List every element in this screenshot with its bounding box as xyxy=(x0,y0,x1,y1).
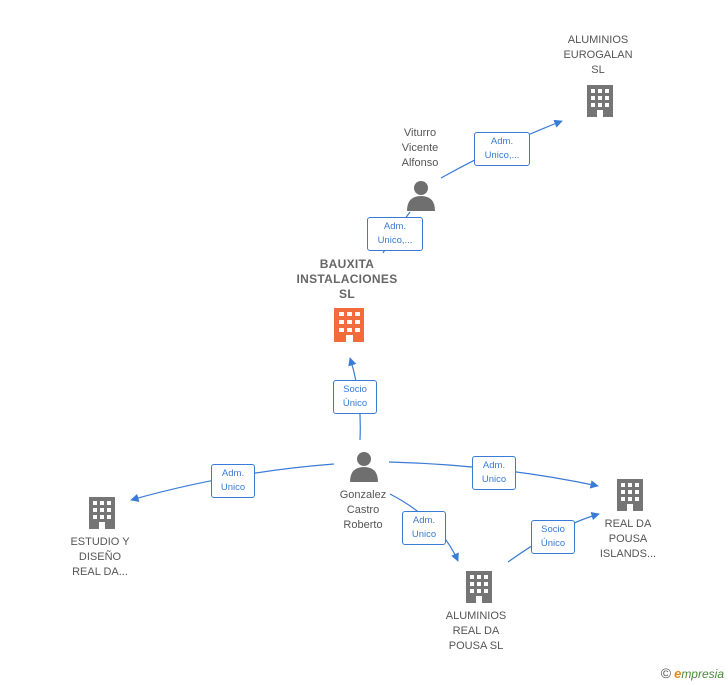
edge-label-gonzalez-bauxita[interactable]: Socio Único xyxy=(333,380,377,414)
node-label-real-da-pousa-islands[interactable]: REAL DA POUSA ISLANDS... xyxy=(599,518,657,560)
node-label-viturro[interactable]: Viturro Vicente Alfonso xyxy=(401,127,439,169)
building-icon[interactable] xyxy=(617,479,643,511)
edge-label-bauxita-viturro[interactable]: Adm. Unico,... xyxy=(367,217,423,251)
node-label-aluminios-eurogalan[interactable]: ALUMINIOS EUROGALAN SL xyxy=(563,34,633,76)
copyright-icon: © xyxy=(660,665,672,681)
brand-footer[interactable]: ©empresia xyxy=(661,665,724,681)
building-icon[interactable] xyxy=(466,571,492,603)
building-icon-main[interactable] xyxy=(334,308,364,342)
brand-initial: e xyxy=(674,666,682,681)
edge-label-gonzalez-islands[interactable]: Adm. Unico xyxy=(472,456,516,490)
node-label-aluminios-real[interactable]: ALUMINIOS REAL DA POUSA SL xyxy=(445,610,507,652)
node-label-gonzalez[interactable]: Gonzalez Castro Roberto xyxy=(339,489,387,531)
node-label-bauxita[interactable]: BAUXITA INSTALACIONES SL xyxy=(296,257,398,301)
edge-label-gonzalez-aluminios[interactable]: Adm. Unico xyxy=(402,511,446,545)
building-icon[interactable] xyxy=(587,85,613,117)
brand-name: mpresia xyxy=(681,667,724,681)
node-label-estudio[interactable]: ESTUDIO Y DISEÑO REAL DA... xyxy=(70,536,130,578)
building-icon[interactable] xyxy=(89,497,115,529)
edge-label-aluminios-islands[interactable]: Socio Único xyxy=(531,520,575,554)
edge-label-viturro-eurogalan[interactable]: Adm. Unico,... xyxy=(474,132,530,166)
person-icon[interactable] xyxy=(407,181,435,211)
person-icon[interactable] xyxy=(350,452,378,482)
edge-label-gonzalez-estudio[interactable]: Adm. Unico xyxy=(211,464,255,498)
